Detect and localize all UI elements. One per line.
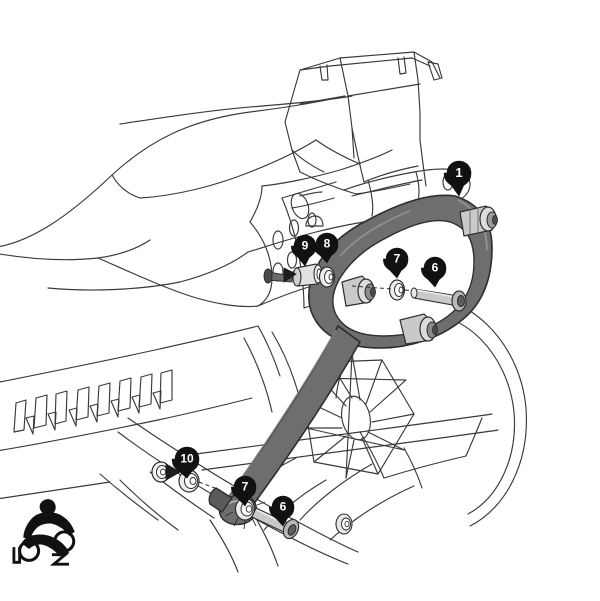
rear-luggage-rack [284,51,443,187]
callout-pin-shape [313,232,339,264]
motorcycle-rider-silhouette [12,499,76,566]
side-panel-with-vents [0,325,259,500]
bolt-lower-right-carrier [399,313,438,345]
callout-pin-shape [171,446,200,479]
callout-pin-shape [291,234,317,267]
washer-upper [318,266,336,288]
washer-mid [388,279,406,301]
carrier-loop-inner [332,219,475,337]
callout-pin-shape [421,256,447,288]
callout-pin-shape [231,475,257,507]
arrow-head-upper [283,267,297,283]
assembly-dashed-line-lower-left [198,481,221,491]
callout-pin-shape [383,247,409,279]
side-case-carrier-tube [208,194,493,526]
bolt-to-frame-lower-left [151,461,181,483]
callout-pin-shape [269,495,295,527]
mounting-hardware [151,205,498,540]
callout-pin-shape [443,160,472,197]
carrier-stay-tip [208,487,234,513]
washer-lower [224,497,266,530]
bolt-mid-left-carrier [341,275,376,307]
nut-lower-right-rail [335,513,353,535]
arrow-head-lower-left [165,463,181,481]
bolt-mid [410,287,467,312]
bolt-to-frame-upper [263,267,297,284]
spacer-bush-upper [292,263,323,287]
carrier-highlight-upper [339,210,411,257]
bolt-lower [251,507,300,540]
bolt-upper-right [459,205,498,237]
